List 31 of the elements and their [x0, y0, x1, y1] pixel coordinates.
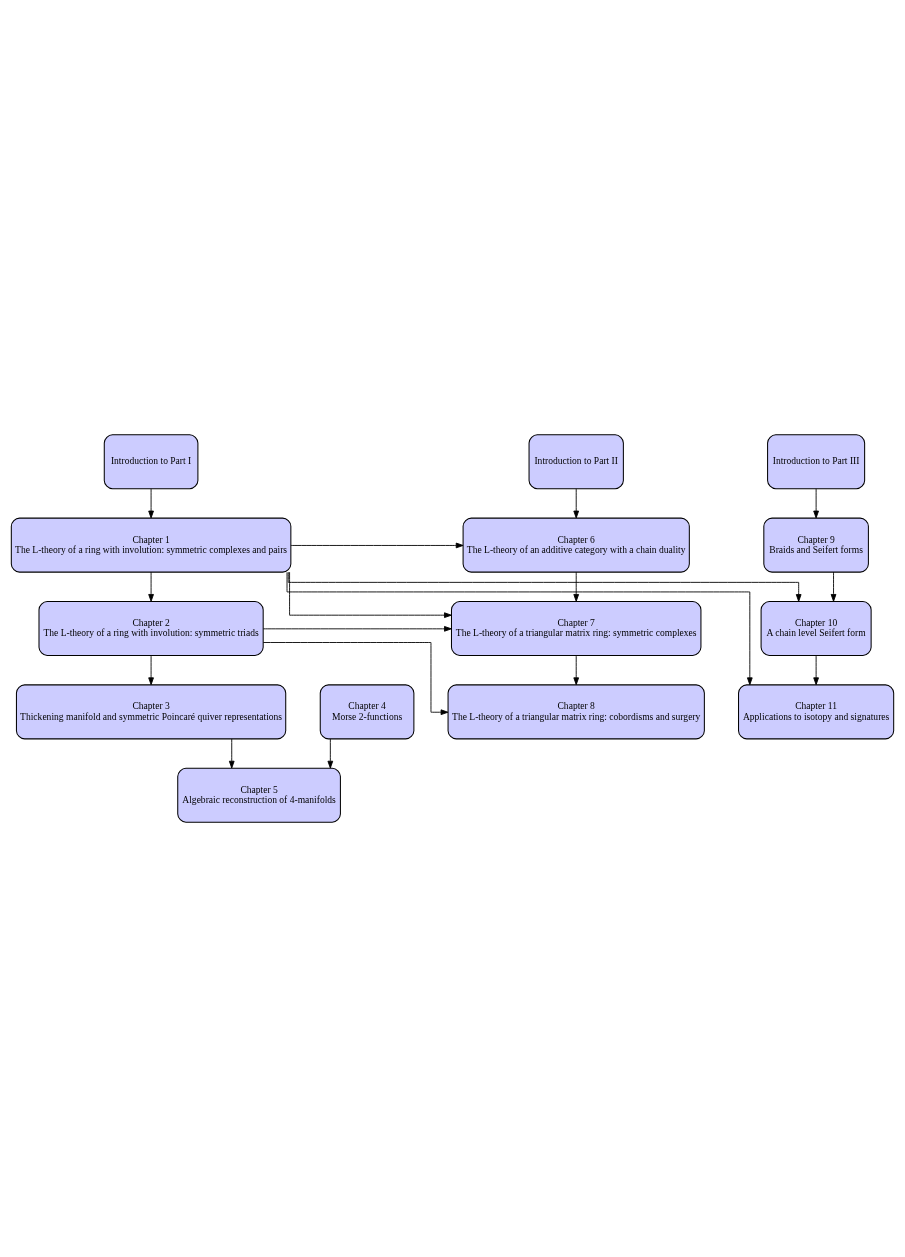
node-box: Chapter 7 The L-theory of a triangular matrix ring: symmetric complexes	[450, 601, 702, 656]
arrow	[573, 571, 580, 602]
node-box: Chapter 9 Braids and Seifert forms	[763, 517, 869, 573]
arrow	[262, 626, 452, 632]
arrow	[289, 571, 452, 618]
arrow	[813, 655, 819, 686]
arrow	[830, 571, 837, 602]
node-box: Chapter 2 The L-theory of a ring with involution: symmetric triads	[38, 601, 264, 656]
node-box: Chapter 6 The L-theory of an additive category with a chain duality	[462, 517, 690, 573]
arrow	[327, 738, 334, 769]
node-box: Introduction to Part II	[528, 434, 624, 490]
node-box: Chapter 10 A chain level Seifert form	[760, 601, 872, 656]
arrow	[286, 571, 753, 686]
node-box: Chapter 11 Applications to isotopy and signatures	[738, 684, 895, 740]
node-box: Chapter 1 The L-theory of a ring with involution: symmetric complexes and pairs	[10, 517, 292, 573]
node-box: Introduction to Part I	[103, 434, 199, 490]
arrow	[573, 488, 580, 519]
arrow	[262, 642, 449, 716]
node-box: Chapter 8 The L-theory of a triangular matrix ring: cobordisms and surgery	[447, 684, 705, 740]
arrow	[228, 738, 235, 769]
arrow	[287, 571, 802, 602]
node-box: Introduction to Part III	[767, 434, 866, 490]
arrow	[148, 655, 154, 686]
node-box: Chapter 5 Algebraic reconstruction of 4-manifolds	[177, 767, 341, 823]
arrow	[148, 488, 154, 519]
arrow	[813, 488, 819, 519]
node-box: Chapter 3 Thickening manifold and symmetric Poincaré quiver representations	[15, 684, 287, 740]
arrow	[573, 655, 580, 686]
arrow	[290, 542, 464, 549]
arrow	[148, 571, 154, 602]
node-box: Chapter 4 Morse 2-functions	[319, 684, 415, 740]
